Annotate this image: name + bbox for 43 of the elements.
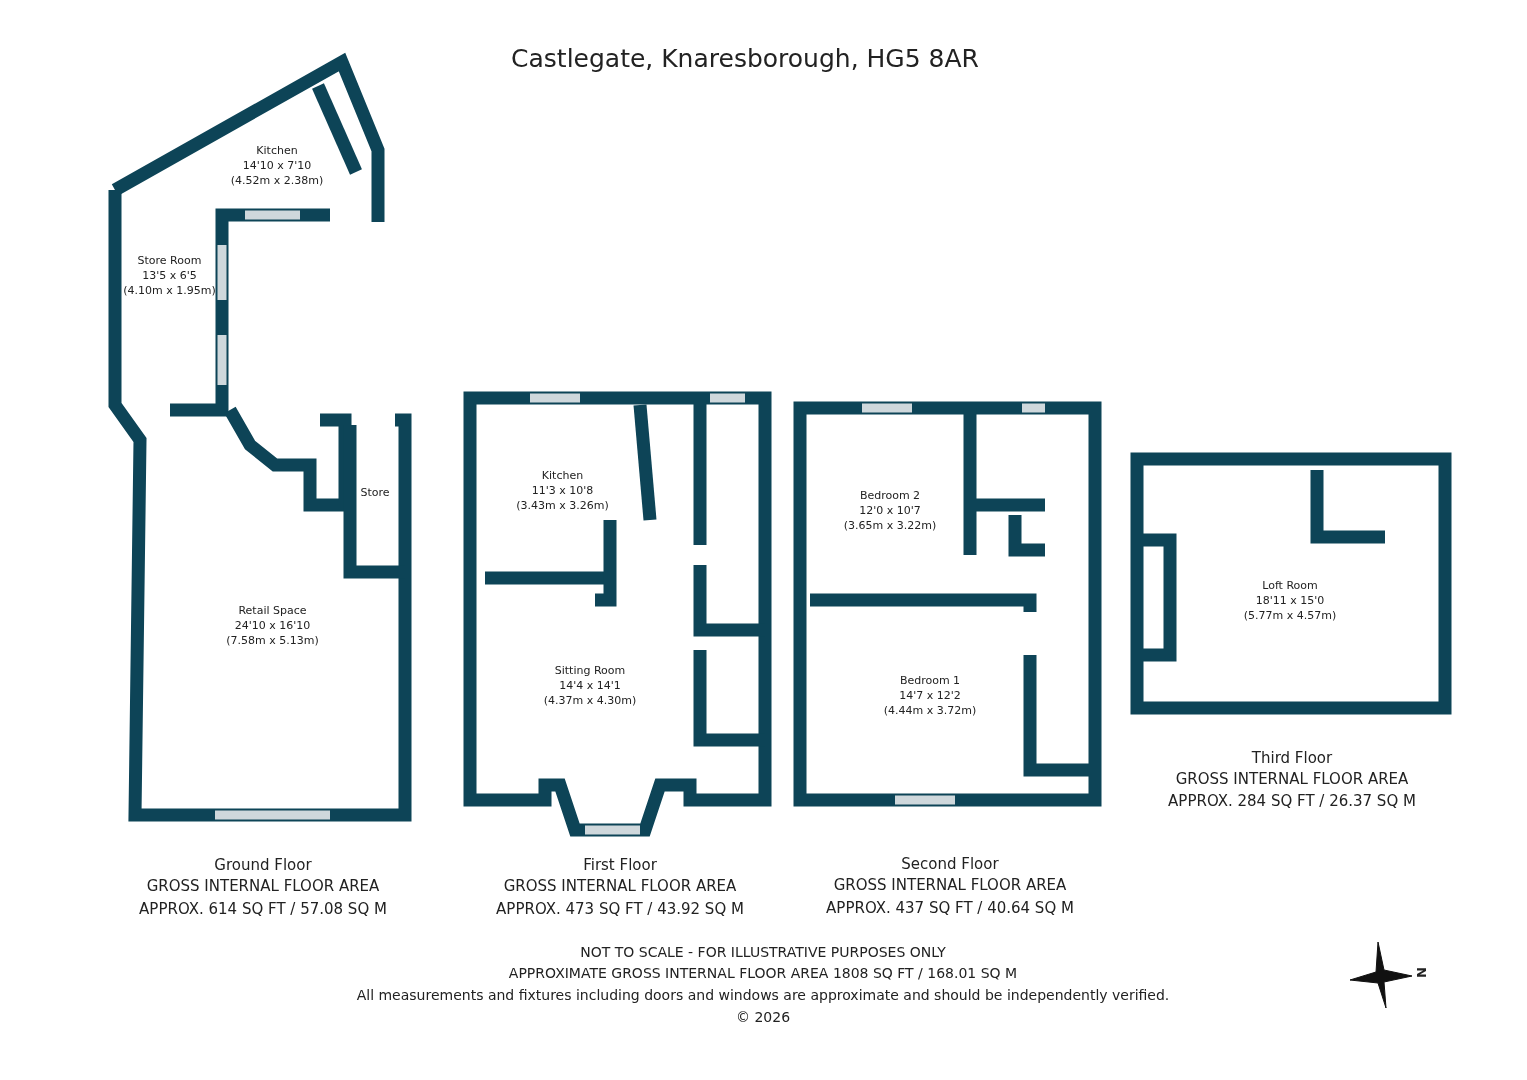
room-name: Retail Space [238,602,307,618]
disclaimer-note: NOT TO SCALE - FOR ILLUSTRATIVE PURPOSES ONLY [580,944,946,960]
room-name: Bedroom 2 [859,487,921,503]
floor-area-text: APPROX. 473 SQ FT / 43.92 SQ M [496,900,744,918]
room-name: Store Room [137,252,202,268]
room-dimensions: 13'5 x 6'5 [142,267,197,283]
room-dimensions: 14'10 x 7'10 [242,157,312,173]
room-dimensions: (4.37m x 4.30m) [543,692,637,708]
page-title: Castlegate, Knaresborough, HG5 8AR [511,44,979,73]
total-area-note: APPROXIMATE GROSS INTERNAL FLOOR AREA 1808 SQ FT / 168.01 SQ M [508,965,1018,981]
room-dimensions: 18'11 x 15'0 [1255,592,1325,608]
room-dimensions: (3.65m x 3.22m) [843,517,937,533]
north-label: N [1413,967,1429,978]
floor-name: Ground Floor [214,856,312,874]
room-dimensions: 14'4 x 14'1 [559,677,621,693]
floor-name: Second Floor [901,855,999,873]
room-dimensions: (3.43m x 3.26m) [516,497,609,513]
disclaimer-note: All measurements and fixtures including doors and windows are approximate and should be independently verified. [356,987,1170,1003]
room-dimensions: (7.58m x 5.13m) [226,632,319,648]
room-name: Sitting Room [554,662,626,678]
floor-area-text: APPROX. 437 SQ FT / 40.64 SQ M [826,899,1074,917]
room-dimensions: 12'0 x 10'7 [859,502,921,518]
room-dimensions: 11'3 x 10'8 [531,482,594,498]
room-name: Kitchen [256,142,298,158]
room-dimensions: (4.10m x 1.95m) [123,282,216,298]
room-name: Loft Room [1262,577,1318,593]
floor-area-text: GROSS INTERNAL FLOOR AREA [1175,770,1409,788]
room-name: Kitchen [541,467,584,483]
floor-area-text: GROSS INTERNAL FLOOR AREA [833,876,1067,894]
room-dimensions: 24'10 x 16'10 [234,617,311,633]
room-name: Bedroom 1 [899,672,961,688]
copyright-note: © 2026 [735,1009,791,1025]
room-name: Store [360,485,390,500]
floor-name: Third Floor [1251,749,1333,767]
floor-name: First Floor [583,856,657,874]
floor-area-text: GROSS INTERNAL FLOOR AREA [503,877,737,895]
room-dimensions: 14'7 x 12'2 [899,687,961,703]
floor-area-text: GROSS INTERNAL FLOOR AREA [146,877,380,895]
floor-area-text: APPROX. 284 SQ FT / 26.37 SQ M [1168,792,1416,810]
room-dimensions: (4.52m x 2.38m) [230,172,324,188]
room-dimensions: (4.44m x 3.72m) [883,702,977,718]
room-dimensions: (5.77m x 4.57m) [1243,607,1337,623]
floor-area-text: APPROX. 614 SQ FT / 57.08 SQ M [139,900,387,918]
